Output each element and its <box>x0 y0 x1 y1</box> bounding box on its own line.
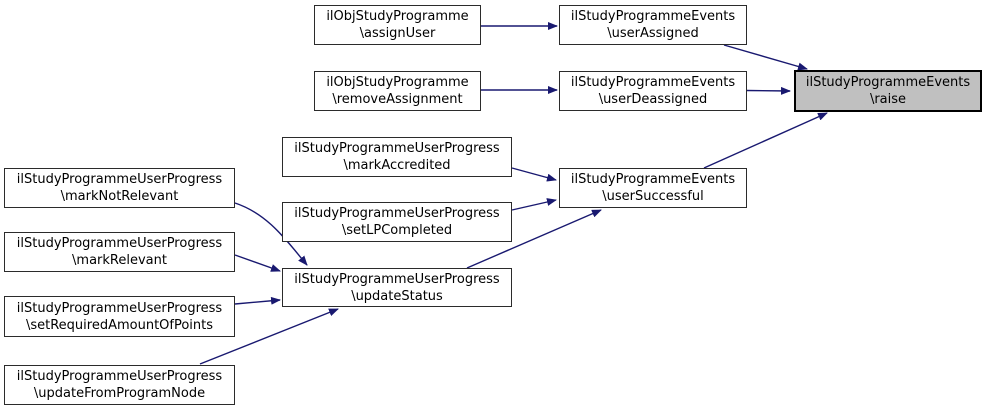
edge-userSuccessful-to-raise <box>703 112 828 169</box>
edge-updateFromProgramNode-to-updateStatus <box>199 308 339 365</box>
node-label-line1: ilStudyProgrammeUserProgress <box>294 141 500 156</box>
node-setlpcompleted[interactable]: ilStudyProgrammeUserProgress \setLPCompl… <box>282 202 512 242</box>
node-label-line1: ilStudyProgrammeUserProgress <box>16 172 223 187</box>
node-label-line2: \updateStatus <box>351 288 443 304</box>
node-setrequiredamountofpoints[interactable]: ilStudyProgrammeUserProgress \setRequire… <box>4 296 235 337</box>
node-label-line2: \userSuccessful <box>602 189 704 204</box>
node-label-line1: ilStudyProgrammeEvents <box>805 75 971 90</box>
node-markaccredited[interactable]: ilStudyProgrammeUserProgress \markAccred… <box>282 137 512 177</box>
edge-userDeassigned-to-raise <box>746 86 791 95</box>
node-label-line1: ilStudyProgrammeUserProgress <box>16 300 223 316</box>
node-removeassignment[interactable]: ilObjStudyProgramme \removeAssignment <box>314 71 481 111</box>
node-label-line1: ilStudyProgrammeUserProgress <box>294 271 500 287</box>
node-label-line2: \markNotRelevant <box>60 189 179 204</box>
node-raise-highlighted: ilStudyProgrammeEvents \raise <box>794 70 982 112</box>
node-label-line1: ilStudyProgrammeUserProgress <box>294 206 500 221</box>
node-label-line2: \updateFromProgramNode <box>33 386 206 401</box>
node-label-line2: \setRequiredAmountOfPoints <box>25 317 214 333</box>
edge-userAssigned-to-raise <box>723 44 808 71</box>
node-marknotrelevant[interactable]: ilStudyProgrammeUserProgress \markNotRel… <box>4 168 235 208</box>
node-label-line1: ilStudyProgrammeUserProgress <box>16 369 223 384</box>
node-label-line2: \assignUser <box>359 26 436 41</box>
node-markrelevant[interactable]: ilStudyProgrammeUserProgress \markReleva… <box>4 232 235 272</box>
node-label-line1: ilObjStudyProgramme <box>326 75 469 90</box>
node-label-line2: \userDeassigned <box>598 92 708 107</box>
node-updatefromprogramnode[interactable]: ilStudyProgrammeUserProgress \updateFrom… <box>4 365 235 405</box>
node-label-line1: ilStudyProgrammeEvents <box>570 9 736 24</box>
node-label-line2: \raise <box>869 92 907 107</box>
node-assignuser[interactable]: ilObjStudyProgramme \assignUser <box>314 5 481 45</box>
edge-markAccredited-to-userSuccessful <box>511 167 557 182</box>
node-label-line2: \removeAssignment <box>332 92 463 107</box>
node-usersuccessful[interactable]: ilStudyProgrammeEvents \userSuccessful <box>559 168 747 208</box>
node-userdeassigned[interactable]: ilStudyProgrammeEvents \userDeassigned <box>559 71 747 111</box>
node-label-line1: ilStudyProgrammeEvents <box>570 75 736 90</box>
node-label-line1: ilStudyProgrammeUserProgress <box>16 236 223 251</box>
node-label-line2: \userAssigned <box>607 26 699 41</box>
edge-setRequiredAmountOfPoints-to-updateStatus <box>234 296 281 305</box>
node-label-line2: \markRelevant <box>72 253 167 268</box>
node-userassigned[interactable]: ilStudyProgrammeEvents \userAssigned <box>559 5 747 45</box>
node-updatestatus[interactable]: ilStudyProgrammeUserProgress \updateStat… <box>282 268 512 307</box>
node-label-line2: \markAccredited <box>343 158 451 173</box>
edge-markNotRelevant-to-updateStatus <box>234 202 308 266</box>
edge-setLPCompleted-to-userSuccessful <box>511 198 557 211</box>
node-label-line1: ilStudyProgrammeEvents <box>570 172 736 187</box>
edge-markRelevant-to-updateStatus <box>234 254 281 272</box>
edge-updateStatus-to-userSuccessful <box>466 209 602 269</box>
node-label-line1: ilObjStudyProgramme <box>326 9 469 24</box>
node-label-line2: \setLPCompleted <box>341 223 453 238</box>
